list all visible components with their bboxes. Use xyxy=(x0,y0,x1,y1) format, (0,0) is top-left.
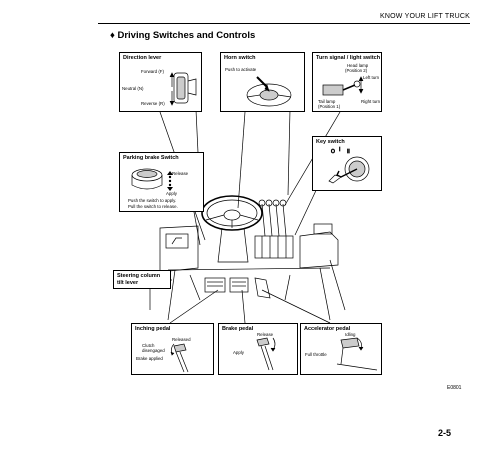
disengaged-label: disengaged xyxy=(142,348,165,353)
reverse-label: Reverse (R) xyxy=(141,101,165,106)
apply-label: Apply xyxy=(166,191,177,196)
right-turn-label: Right turn xyxy=(361,99,381,104)
tail-lamp-label: Tail lamp xyxy=(318,99,336,104)
panel-title-line-2: tilt lever xyxy=(117,280,139,286)
direction-lever-icon xyxy=(169,72,197,106)
arrow-icon xyxy=(167,171,173,191)
parking-brake-panel: Parking brake Switch Release Apply Push … xyxy=(119,152,204,212)
running-header: KNOW YOUR LIFT TRUCK xyxy=(380,13,470,20)
page-title: ♦ Driving Switches and Controls xyxy=(110,30,256,41)
release-label: Release xyxy=(257,332,274,337)
horn-switch-panel: Horn switch Push to activate xyxy=(220,52,305,112)
brake-pedal-icon xyxy=(256,337,276,371)
push-label: Push to activate xyxy=(225,67,257,72)
svg-text:O: O xyxy=(331,149,335,155)
brake-pedal-panel: Brake pedal Release Apply xyxy=(218,323,298,375)
clutch-label: Clutch xyxy=(142,343,155,348)
panel-title: Direction lever xyxy=(123,55,162,61)
full-throttle-label: Full throttle xyxy=(305,352,327,357)
turn-signal-icon xyxy=(322,76,364,96)
svg-text:II: II xyxy=(347,149,350,155)
inching-pedal-icon xyxy=(170,343,189,373)
horn-icon xyxy=(246,76,292,107)
steering-column-panel: Steering column tilt lever xyxy=(113,270,171,289)
panel-title: Turn signal / light switch xyxy=(316,55,381,61)
neutral-label: Neutral (N) xyxy=(122,86,144,91)
accelerator-pedal-panel: Accelerator pedal Idling Full throttle xyxy=(300,323,382,375)
released-label: Released xyxy=(172,337,191,342)
panel-title: Inching pedal xyxy=(135,326,171,332)
turn-signal-panel: Turn signal / light switch Head lamp (Po… xyxy=(312,52,382,112)
note-apply: Push the switch to apply. xyxy=(128,198,177,203)
direction-lever-panel: Direction lever Forward (F) Neutral (N) … xyxy=(119,52,202,112)
brake-applied-label: Brake applied xyxy=(136,356,163,361)
panel-title: Parking brake Switch xyxy=(123,155,179,161)
panel-title: Accelerator pedal xyxy=(304,326,351,332)
tail-lamp-position-label: (Position 1) xyxy=(318,104,341,109)
left-turn-label: Left turn xyxy=(363,75,380,80)
head-lamp-position-label: (Position 2) xyxy=(345,68,368,73)
inching-pedal-panel: Inching pedal Released Clutch disengaged… xyxy=(131,323,214,375)
panel-title: Brake pedal xyxy=(222,326,254,332)
release-label: Release xyxy=(172,171,189,176)
head-lamp-label: Head lamp xyxy=(347,63,369,68)
note-release: Pull the switch to release. xyxy=(128,204,178,209)
accelerator-pedal-icon xyxy=(336,337,378,371)
page-number: 2-5 xyxy=(438,428,452,438)
apply-label: Apply xyxy=(233,350,244,355)
header-rule xyxy=(98,23,470,24)
svg-text:I: I xyxy=(339,147,340,153)
idling-label: Idling xyxy=(345,332,356,337)
figure-code: E0801 xyxy=(447,385,462,391)
panel-title: Horn switch xyxy=(224,55,256,61)
parking-brake-icon xyxy=(131,168,163,190)
forward-label: Forward (F) xyxy=(141,69,164,74)
panel-title-line-1: Steering column xyxy=(117,273,161,279)
panel-title: Key switch xyxy=(316,139,345,145)
key-icon: O I II xyxy=(328,147,370,184)
key-switch-panel: Key switch O I II xyxy=(312,136,382,191)
